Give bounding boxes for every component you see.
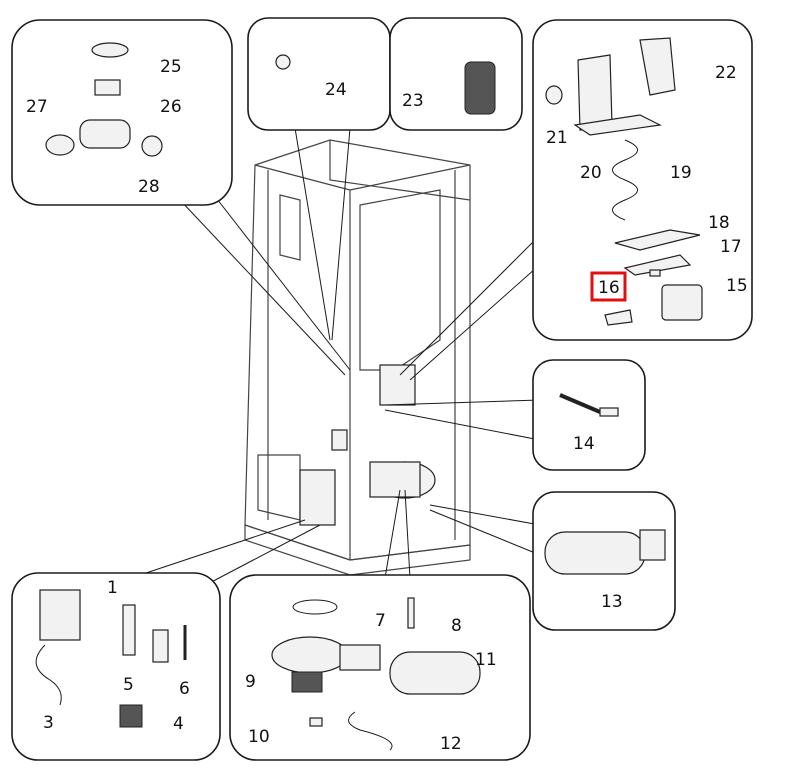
part-label-9[interactable]: 9 <box>245 672 256 692</box>
leader-lines <box>139 127 546 589</box>
part-label-6[interactable]: 6 <box>179 679 190 699</box>
part-label-15[interactable]: 15 <box>726 276 748 296</box>
part-label-5[interactable]: 5 <box>123 675 134 695</box>
part-label-3[interactable]: 3 <box>43 713 54 733</box>
part-label-10[interactable]: 10 <box>248 727 270 747</box>
part-label-22[interactable]: 22 <box>715 63 737 83</box>
part-label-26[interactable]: 26 <box>160 97 182 117</box>
part-label-21[interactable]: 21 <box>546 128 568 148</box>
part-label-27[interactable]: 27 <box>26 97 48 117</box>
part-label-8[interactable]: 8 <box>451 616 462 636</box>
part-sketches <box>35 37 703 751</box>
part-label-24[interactable]: 24 <box>325 80 347 100</box>
part-label-13[interactable]: 13 <box>601 592 623 612</box>
part-label-16[interactable]: 16 <box>598 278 620 298</box>
part-label-19[interactable]: 19 <box>670 163 692 183</box>
part-label-12[interactable]: 12 <box>440 734 462 754</box>
stove-cabinet <box>244 139 471 576</box>
part-numbers: 25 26 27 28 24 23 22 21 20 19 18 17 16 1… <box>26 57 748 754</box>
part-label-20[interactable]: 20 <box>580 163 602 183</box>
callout-box-14 <box>532 359 646 471</box>
part-label-25[interactable]: 25 <box>160 57 182 77</box>
highlight-box-16 <box>590 271 627 302</box>
part-label-14[interactable]: 14 <box>573 434 595 454</box>
part-label-18[interactable]: 18 <box>708 213 730 233</box>
part-label-11[interactable]: 11 <box>475 650 497 670</box>
part-label-17[interactable]: 17 <box>720 237 742 257</box>
part-label-1[interactable]: 1 <box>107 578 118 598</box>
callout-box-24 <box>247 17 391 131</box>
callout-box-25-28 <box>11 19 233 206</box>
part-label-4[interactable]: 4 <box>173 714 184 734</box>
part-label-23[interactable]: 23 <box>402 91 424 111</box>
part-label-7[interactable]: 7 <box>375 611 386 631</box>
part-label-28[interactable]: 28 <box>138 177 160 197</box>
callout-box-23 <box>389 17 523 131</box>
